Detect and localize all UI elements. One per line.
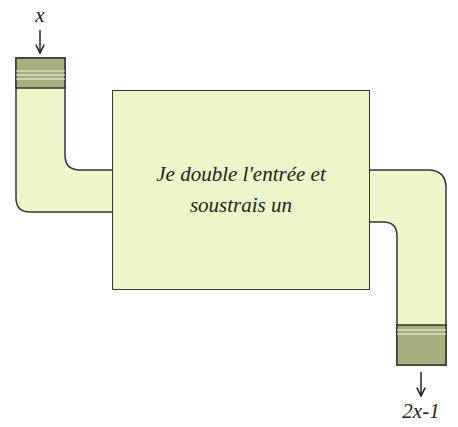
input-pipe	[16, 58, 118, 212]
cap-stripe	[16, 71, 65, 72]
cap-stripe	[16, 79, 65, 80]
input-label: x	[35, 3, 44, 27]
cap-stripe	[397, 330, 446, 331]
output-arrow	[420, 372, 422, 396]
input-cap	[16, 58, 65, 88]
text-column: Je double l'entrée et soustrais un	[156, 159, 326, 221]
output-pipe	[364, 170, 446, 365]
output-cap	[397, 325, 446, 365]
machine-box: Je double l'entrée et soustrais un	[112, 90, 370, 290]
cap-stripe	[16, 75, 65, 76]
cap-stripe	[397, 334, 446, 335]
input-arrow	[39, 30, 41, 53]
output-label: 2x-1	[402, 399, 439, 423]
machine-instruction: Je double l'entrée et soustrais un	[156, 159, 326, 221]
